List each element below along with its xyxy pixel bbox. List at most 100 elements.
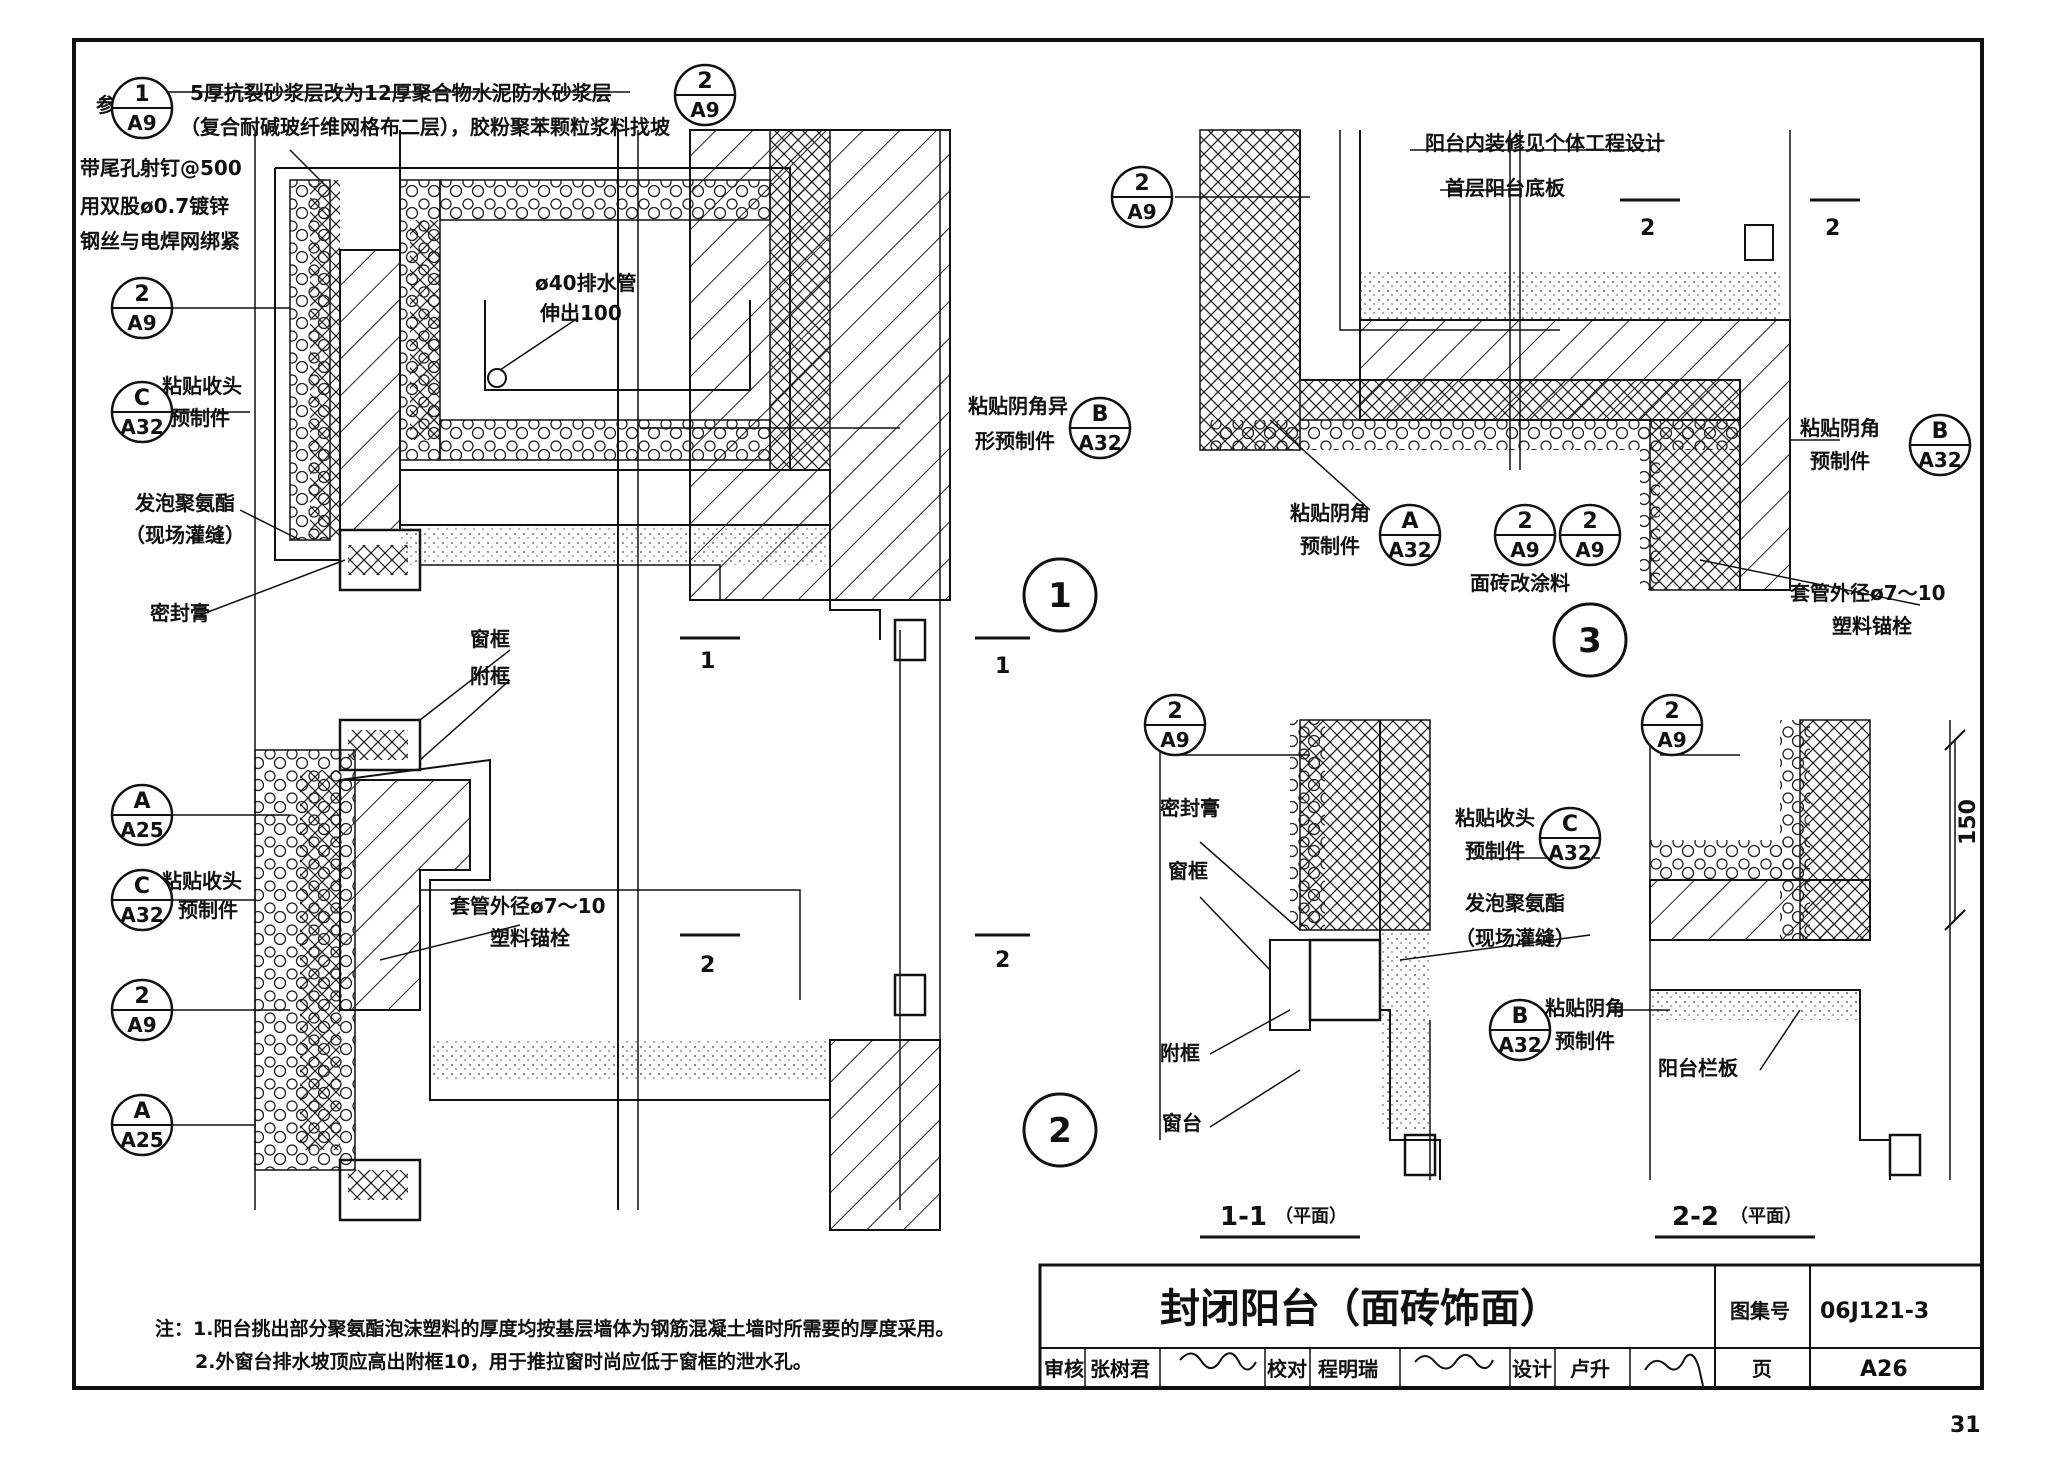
interior-label: 阳台内装修见个体工程设计 [1425,131,1665,155]
reference-bubble-number: 2 [1134,171,1149,196]
reference-bubble-2-A9: 2A9 [1110,165,1174,229]
reference-bubble-sheet: A9 [127,1013,156,1037]
section-1-1-drawing [1159,719,1441,1180]
window-frame-label: 窗框 [470,627,510,651]
reference-bubble-1-A9: 1A9 [110,76,174,140]
foam-label-1: 发泡聚氨酯 [134,491,235,515]
atlas-label: 图集号 [1730,1299,1790,1323]
reference-bubble-2-A9: 2A9 [1558,503,1622,567]
section-title-1-1: 1-1 [1220,1202,1267,1232]
designer-name: 卢升 [1570,1357,1610,1381]
closure-label-2c: 预制件 [1465,839,1525,863]
yin-label-2b: 预制件 [1555,1029,1615,1053]
section-2-2-drawing [1649,719,1966,1180]
page-number: A26 [1860,1357,1908,1382]
special-label-2: 形预制件 [975,429,1055,453]
title-block [1038,1263,1984,1390]
section-plan-label-2: （平面） [1730,1206,1802,1227]
reference-bubble-A-A32: A A32 [1378,503,1442,567]
detail-3-number: 3 [1578,621,1602,661]
yin-label-1c: 粘贴阴角 [1290,501,1370,525]
sheet-number: 31 [1950,1413,1981,1438]
special-label-1: 粘贴阴角异 [968,394,1068,418]
nail-label-3: 钢丝与电焊网绑紧 [80,229,240,253]
reference-bubble-number: 2 [1517,509,1532,534]
reference-bubble-number: 1 [134,82,149,107]
reference-bubble-number: A [133,1099,150,1124]
section-title-2-2: 2-2 [1672,1202,1719,1232]
checker-name: 程明瑞 [1318,1357,1378,1381]
atlas-number: 06J121-3 [1820,1299,1929,1324]
note-2: 2.外窗台排水坡顶应高出附框10，用于推拉窗时尚应低于窗框的泄水孔。 [195,1350,812,1373]
reference-bubble-B-A32: B A32 [1488,998,1552,1062]
reference-bubble-sheet: A32 [1078,431,1121,455]
reference-bubble-number: B [1092,402,1109,427]
design-label: 设计 [1512,1357,1552,1381]
reference-bubble-number: C [134,386,150,411]
reference-bubble-sheet: A9 [127,311,156,335]
closure-label-1: 粘贴收头 [162,374,242,398]
reference-bubble-number: A [1401,509,1418,534]
closure-label-2: 预制件 [170,406,230,430]
reference-bubble-sheet: A9 [1160,728,1189,752]
section-mark-2-right: 2 [995,948,1010,973]
nail-label-1: 带尾孔射钉@500 [80,156,242,180]
reference-bubble-2-A9: 2A9 [110,276,174,340]
reference-bubble-number: 2 [1664,699,1679,724]
reference-bubble-sheet: A32 [1388,538,1431,562]
reference-bubble-number: B [1512,1004,1529,1029]
page-label: 页 [1752,1357,1772,1381]
section-plan-label-1: （平面） [1275,1206,1347,1227]
drain-label-1: ø40排水管 [535,271,637,295]
drawing-border [72,38,1984,1390]
parapet-label: 阳台栏板 [1658,1056,1739,1080]
yin-label-1: 粘贴阴角 [1800,416,1880,440]
reference-bubble-sheet: A32 [1548,841,1591,865]
reference-bubble-2-A9: 2A9 [1143,693,1207,757]
reference-bubble-sheet: A9 [690,98,719,122]
reference-bubble-number: C [134,874,150,899]
window-frame-label-11: 窗框 [1168,859,1208,883]
closure-label-1c: 粘贴收头 [1455,806,1535,830]
detail-1-circle [1022,557,1098,633]
detail-3-circle [1552,602,1628,678]
drain-label-2: 伸出100 [539,301,622,325]
checker-signature [1414,1353,1494,1370]
reference-bubble-number: 2 [1582,509,1597,534]
section-mark-2-detail3-b: 2 [1825,216,1840,241]
reference-bubble-sheet: A9 [1127,200,1156,224]
sub-frame-label: 附框 [470,664,510,688]
detail-2-drawing [254,718,941,1231]
detail-3-drawing [1199,129,1860,591]
anchor-label-2: 塑料锚栓 [490,926,570,950]
nail-label-2: 用双股ø0.7镀锌 [80,194,229,218]
section-mark-2-detail3-a: 2 [1640,216,1655,241]
closure-label-2b: 预制件 [178,898,238,922]
section-mark-2-left: 2 [700,953,715,978]
section-mark-1-right: 1 [995,654,1010,679]
reference-bubble-sheet: A32 [1498,1033,1541,1057]
sill-label: 窗台 [1162,1111,1202,1135]
reviewer-signature [1179,1352,1257,1371]
reference-bubble-2-A9: 2A9 [110,978,174,1042]
anchor-label-1: 套管外径ø7～10 [450,894,606,918]
review-label: 审核 [1044,1357,1084,1381]
reference-bubble-sheet: A9 [1575,538,1604,562]
top-note-line2: （复合耐碱玻纤维网格布二层），胶粉聚苯颗粒浆料找坡 [180,115,671,139]
section-mark-1-left: 1 [700,649,715,674]
detail-2-number: 2 [1048,1111,1072,1151]
anchor-label-2c: 塑料锚栓 [1832,614,1912,638]
foam-label-2c: （现场灌缝） [1455,926,1575,950]
bottom-slab-label: 首层阳台底板 [1445,176,1566,200]
yin-label-1b: 粘贴阴角 [1545,996,1625,1020]
check-label: 校对 [1267,1357,1307,1381]
reference-bubble-number: A [133,789,150,814]
closure-label-1b: 粘贴收头 [162,869,242,893]
